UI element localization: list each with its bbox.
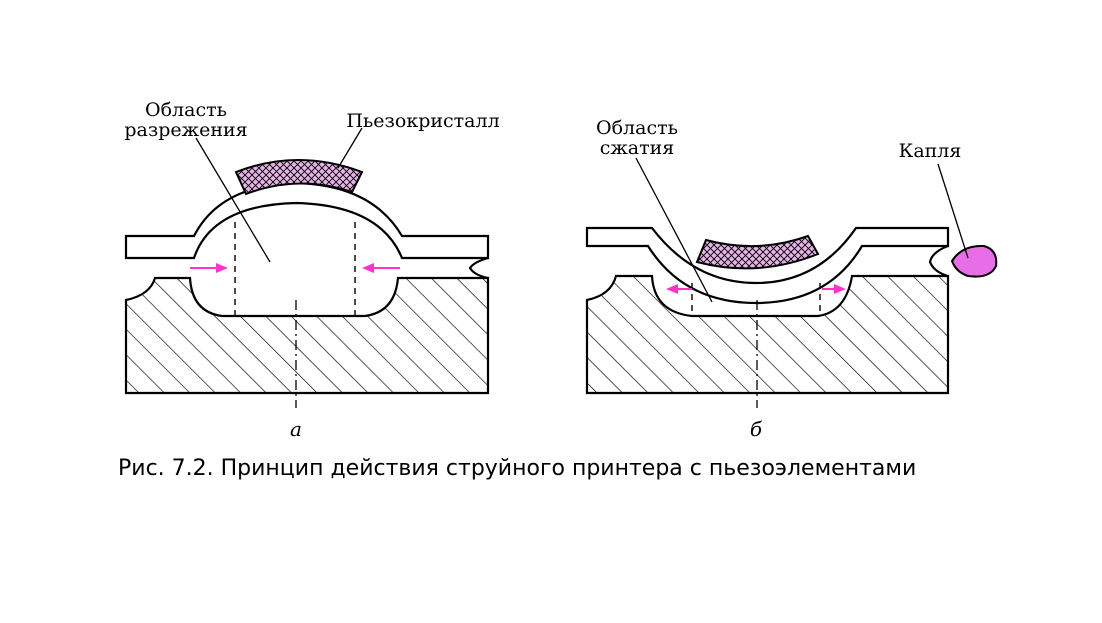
figure-caption: Рис. 7.2. Принцип действия струйного при… <box>118 456 917 481</box>
top-plate-b <box>585 226 950 305</box>
ink-drop <box>950 244 998 278</box>
label-compression-1: Область <box>596 117 678 139</box>
leader-compression <box>635 157 713 303</box>
arrow-right-b <box>822 284 846 294</box>
arrow-left-b <box>666 284 692 294</box>
label-compression-2: сжатия <box>600 137 675 159</box>
arrow-right-a <box>362 263 400 273</box>
sublabel-b: б <box>750 417 763 441</box>
top-plate-a <box>124 181 490 260</box>
label-rarefaction-1: Область <box>145 99 227 121</box>
panel-a: Область разрежения Пьезокристалл а <box>124 99 499 441</box>
leader-piezo <box>337 127 363 169</box>
label-piezo: Пьезокристалл <box>346 110 499 132</box>
base-block-b <box>585 274 950 395</box>
label-drop: Капля <box>899 140 962 162</box>
piezo-crystal-b <box>695 234 820 270</box>
sublabel-a: а <box>290 417 302 441</box>
piezo-crystal-a <box>234 159 364 196</box>
label-rarefaction-2: разрежения <box>124 119 247 141</box>
nozzle-a <box>468 256 489 280</box>
base-block-a <box>124 276 490 395</box>
nozzle-b <box>928 244 949 278</box>
leader-rarefaction <box>195 137 271 263</box>
panel-b: Область сжатия Капля б <box>585 117 998 441</box>
leader-drop <box>937 163 969 259</box>
arrow-left-a <box>190 263 228 273</box>
